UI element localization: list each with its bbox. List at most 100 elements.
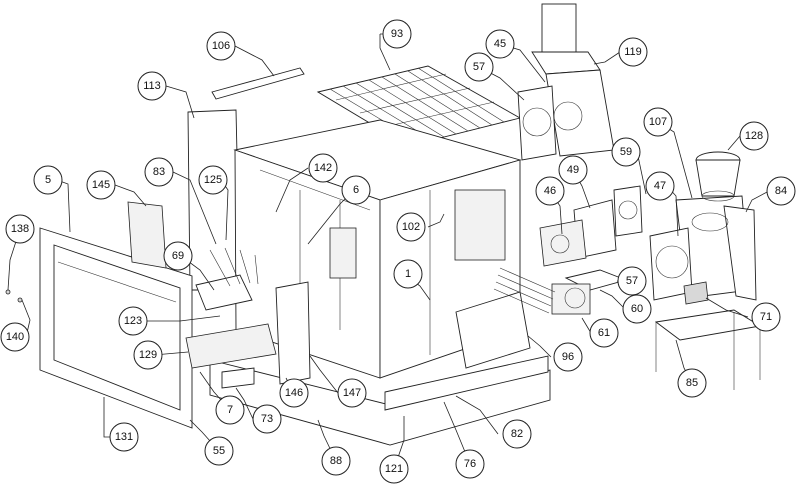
callout-83: 83	[144, 157, 174, 187]
callout-96: 96	[553, 342, 583, 372]
side-cover	[455, 291, 531, 369]
top-grate	[316, 65, 522, 147]
callout-125-label: 125	[204, 174, 222, 186]
callout-47-label: 47	[654, 180, 666, 192]
callout-57-bottom-label: 57	[626, 275, 638, 287]
callout-113-label: 113	[143, 80, 161, 92]
callout-55: 55	[204, 436, 234, 466]
callout-5: 5	[33, 165, 63, 195]
callout-46-label: 46	[544, 185, 556, 197]
gasket-47	[649, 227, 693, 301]
callout-93-label: 93	[391, 28, 403, 40]
callout-71-label: 71	[760, 311, 772, 323]
mounting-bracket-85	[654, 309, 762, 390]
callout-1: 1	[393, 259, 423, 289]
callout-45-label: 45	[494, 38, 506, 50]
callout-88: 88	[321, 446, 351, 476]
callout-73-label: 73	[261, 413, 273, 425]
callout-76: 76	[455, 449, 485, 479]
callout-125: 125	[198, 165, 228, 195]
callout-59: 59	[611, 137, 641, 167]
motor-61	[551, 283, 591, 315]
callout-84: 84	[766, 176, 796, 206]
callout-145: 145	[86, 170, 116, 200]
callout-113: 113	[137, 71, 167, 101]
fan-blower	[539, 199, 617, 267]
callout-7-label: 7	[227, 404, 233, 416]
callout-57-top-label: 57	[473, 61, 485, 73]
callout-93: 93	[382, 19, 412, 49]
callout-138-label: 138	[11, 223, 29, 235]
parts-drawing	[5, 3, 762, 446]
callout-88-label: 88	[330, 455, 342, 467]
callout-59-label: 59	[620, 146, 632, 158]
callout-131: 131	[109, 422, 139, 452]
callout-55-label: 55	[213, 445, 225, 457]
callout-129-label: 129	[139, 349, 157, 361]
callout-47: 47	[645, 171, 675, 201]
callout-142: 142	[308, 153, 338, 183]
callout-60: 60	[622, 294, 652, 324]
convection-blower	[675, 195, 757, 301]
callout-147: 147	[337, 378, 367, 408]
callout-84-label: 84	[775, 185, 787, 197]
callout-85: 85	[677, 368, 707, 398]
callout-73: 73	[252, 404, 282, 434]
screw-140	[17, 297, 23, 303]
main-body	[233, 119, 522, 379]
top-trim-strip	[211, 67, 305, 100]
callout-145-label: 145	[92, 179, 110, 191]
callout-106-label: 106	[212, 40, 230, 52]
callout-76-label: 76	[464, 458, 476, 470]
callout-5-label: 5	[45, 174, 51, 186]
callout-146-label: 146	[285, 387, 303, 399]
callout-7: 7	[215, 395, 245, 425]
callout-119: 119	[618, 37, 648, 67]
callout-140-label: 140	[6, 331, 24, 343]
callout-45: 45	[485, 29, 515, 59]
baffle-panel	[127, 201, 167, 269]
exhaust-flue-assembly	[517, 3, 615, 161]
callout-69: 69	[163, 241, 193, 271]
callout-57-top: 57	[464, 52, 494, 82]
callout-102-label: 102	[402, 221, 420, 233]
callout-49-label: 49	[567, 164, 579, 176]
callout-107-label: 107	[649, 116, 667, 128]
callout-46: 46	[535, 176, 565, 206]
callout-107: 107	[643, 107, 673, 137]
bracket-71	[683, 281, 709, 305]
front-skirt-panel	[384, 355, 549, 411]
callout-57-bottom: 57	[617, 266, 647, 296]
callout-102: 102	[396, 212, 426, 242]
side-heat-shield	[275, 281, 311, 385]
callout-82-label: 82	[511, 428, 523, 440]
callout-131-label: 131	[115, 431, 133, 443]
callout-61: 61	[589, 318, 619, 348]
callout-85-label: 85	[686, 377, 698, 389]
callout-106: 106	[206, 31, 236, 61]
callout-123-label: 123	[124, 315, 142, 327]
callout-123: 123	[118, 306, 148, 336]
callout-146: 146	[279, 378, 309, 408]
callout-6: 6	[341, 175, 371, 205]
callout-147-label: 147	[343, 387, 361, 399]
callout-1-label: 1	[405, 268, 411, 280]
callout-83-label: 83	[153, 166, 165, 178]
callout-128-label: 128	[745, 130, 763, 142]
callout-61-label: 61	[598, 327, 610, 339]
callout-119-label: 119	[624, 46, 642, 58]
callout-96-label: 96	[562, 351, 574, 363]
callout-balloons: 106 93 45 119 57 113 107 128 59 83 142 1…	[0, 19, 796, 484]
collar-128	[695, 151, 741, 202]
callout-82: 82	[502, 419, 532, 449]
callout-129: 129	[133, 340, 163, 370]
left-side-panel	[187, 109, 241, 291]
callout-121-label: 121	[385, 463, 403, 475]
callout-121: 121	[379, 454, 409, 484]
callout-60-label: 60	[631, 303, 643, 315]
callout-140: 140	[0, 322, 30, 352]
gasket-59	[613, 185, 643, 237]
callout-69-label: 69	[172, 250, 184, 262]
tube-bundle	[493, 267, 556, 314]
